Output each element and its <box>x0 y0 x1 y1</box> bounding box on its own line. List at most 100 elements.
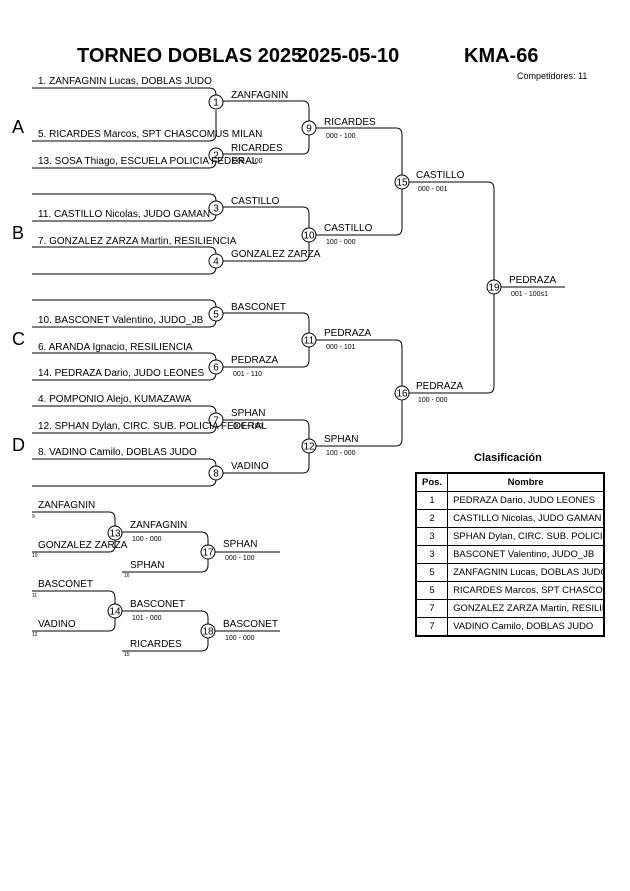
column-header-position: Pos. <box>415 472 449 492</box>
fight-circle: 14 <box>107 603 123 619</box>
name-cell: GONZALEZ ZARZA Martin, RESILIENCIA <box>447 599 605 618</box>
repechage-ref: 10 <box>32 553 38 559</box>
fight-circle: 15 <box>394 174 410 190</box>
position-cell: 5 <box>415 581 449 600</box>
position-cell: 3 <box>415 527 449 546</box>
repechage-ref: 15 <box>124 652 130 658</box>
svg-text:5: 5 <box>213 310 219 321</box>
name-cell: BASCONET Valentino, JUDO_JB <box>447 545 605 564</box>
fight-winner: PEDRAZA <box>416 381 464 392</box>
position-cell: 3 <box>415 545 449 564</box>
name-cell: SPHAN Dylan, CIRC. SUB. POLICIA FEDERAL <box>447 527 605 546</box>
fight-winner: BASCONET <box>223 619 278 630</box>
svg-text:1: 1 <box>213 98 219 109</box>
svg-text:16: 16 <box>396 389 408 400</box>
pool-label-c: C <box>12 329 25 349</box>
name-cell: ZANFAGNIN Lucas, DOBLAS JUDO <box>447 563 605 582</box>
fight-score: 000 - 100 <box>233 423 263 430</box>
competitor-entry: 11. CASTILLO Nicolas, JUDO GAMAN <box>38 209 210 220</box>
fight-score: 100 - 000 <box>326 239 356 246</box>
competitor-entry: 1. ZANFAGNIN Lucas, DOBLAS JUDO <box>38 76 212 87</box>
competitor-entry: 7. GONZALEZ ZARZA Martin, RESILIENCIA <box>38 236 237 247</box>
fight-circle: 1 <box>208 94 224 110</box>
svg-text:7: 7 <box>213 416 219 427</box>
competitor-entry: 5. RICARDES Marcos, SPT CHASCOMUS MILAN <box>38 129 262 140</box>
svg-text:8: 8 <box>213 469 219 480</box>
fight-score: 100 - 000 <box>326 450 356 457</box>
final-winner: PEDRAZA <box>509 275 557 286</box>
fight-winner: CASTILLO <box>231 196 280 207</box>
fight-winner: PEDRAZA <box>231 355 279 366</box>
svg-text:19: 19 <box>488 283 500 294</box>
fight-winner: CASTILLO <box>324 223 373 234</box>
fight-score: 000 - 100 <box>225 555 255 562</box>
fight-circle: 8 <box>208 465 224 481</box>
repechage-entry: BASCONET <box>38 579 93 590</box>
svg-text:10: 10 <box>303 231 315 242</box>
fight-score: 101 - 000 <box>132 615 162 622</box>
fight-results: ZANFAGNIN RICARDES 000 - 100 CASTILLO GO… <box>231 90 557 472</box>
fight-winner: CASTILLO <box>416 170 465 181</box>
name-cell: PEDRAZA Dario, JUDO LEONES <box>447 491 605 510</box>
fight-winner: ZANFAGNIN <box>130 520 187 531</box>
pool-label-a: A <box>12 117 25 137</box>
pool-label-d: D <box>12 435 25 455</box>
competitor-entry: 12. SPHAN Dylan, CIRC. SUB. POLICIA FEDE… <box>38 421 267 432</box>
svg-text:17: 17 <box>202 548 214 559</box>
svg-text:6: 6 <box>213 363 219 374</box>
name-cell: VADINO Camilo, DOBLAS JUDO <box>447 617 605 637</box>
competitor-count: Competidores: 11 <box>517 71 588 81</box>
fight-score: 000 - 001 <box>418 186 448 193</box>
repechage-ref: 16 <box>124 573 130 579</box>
fight-winner: PEDRAZA <box>324 328 372 339</box>
competitor-entry: 14. PEDRAZA Dario, JUDO LEONES <box>38 368 204 379</box>
fight-winner: BASCONET <box>231 302 286 313</box>
svg-text:14: 14 <box>109 607 121 618</box>
fight-circle: 17 <box>200 544 216 560</box>
column-header-name: Nombre <box>447 472 605 492</box>
competitor-entry: 13. SOSA Thiago, ESCUELA POLICIA FEDERAL <box>38 156 258 167</box>
fight-score: 100 - 000 <box>132 536 162 543</box>
fight-circle: 10 <box>301 227 317 243</box>
repechage-ref: 12 <box>32 632 38 638</box>
competitor-entry: 8. VADINO Camilo, DOBLAS JUDO <box>38 447 197 458</box>
position-cell: 2 <box>415 509 449 528</box>
fight-winner: GONZALEZ ZARZA <box>231 249 321 260</box>
fight-circle: 19 <box>486 279 502 295</box>
svg-text:3: 3 <box>213 204 219 215</box>
repechage-ref: 9 <box>32 514 35 520</box>
competitor-entry: 4. POMPONIO Alejo, KUMAZAWA <box>38 394 192 405</box>
fight-score: 100 - 000 <box>225 635 255 642</box>
fight-circle: 18 <box>200 623 216 639</box>
fight-winner: RICARDES <box>231 143 283 154</box>
position-cell: 7 <box>415 599 449 618</box>
fight-circle: 6 <box>208 359 224 375</box>
fight-circle: 16 <box>394 385 410 401</box>
svg-text:4: 4 <box>213 257 219 268</box>
tournament-date: 2025-05-10 <box>297 45 400 67</box>
svg-text:11: 11 <box>304 336 315 347</box>
svg-text:13: 13 <box>109 529 121 540</box>
svg-text:12: 12 <box>303 442 315 453</box>
fight-winner: SPHAN <box>223 539 257 550</box>
fight-circle: 9 <box>301 120 317 136</box>
fight-score: 000 - 100 <box>233 158 263 165</box>
weight-category: KMA-66 <box>464 45 539 67</box>
fight-circle: 11 <box>301 332 317 348</box>
repechage-entry: RICARDES <box>130 639 182 650</box>
entries: 1. ZANFAGNIN Lucas, DOBLAS JUDO 5. RICAR… <box>38 76 267 458</box>
tournament-name: TORNEO DOBLAS 2025 <box>77 45 303 67</box>
fight-circles: 1 2 3 4 5 6 7 8 9 10 11 12 15 16 19 13 1… <box>107 94 502 639</box>
svg-text:9: 9 <box>306 124 312 135</box>
fight-circle: 7 <box>208 412 224 428</box>
name-cell: RICARDES Marcos, SPT CHASCOMUS MILAN <box>447 581 605 600</box>
